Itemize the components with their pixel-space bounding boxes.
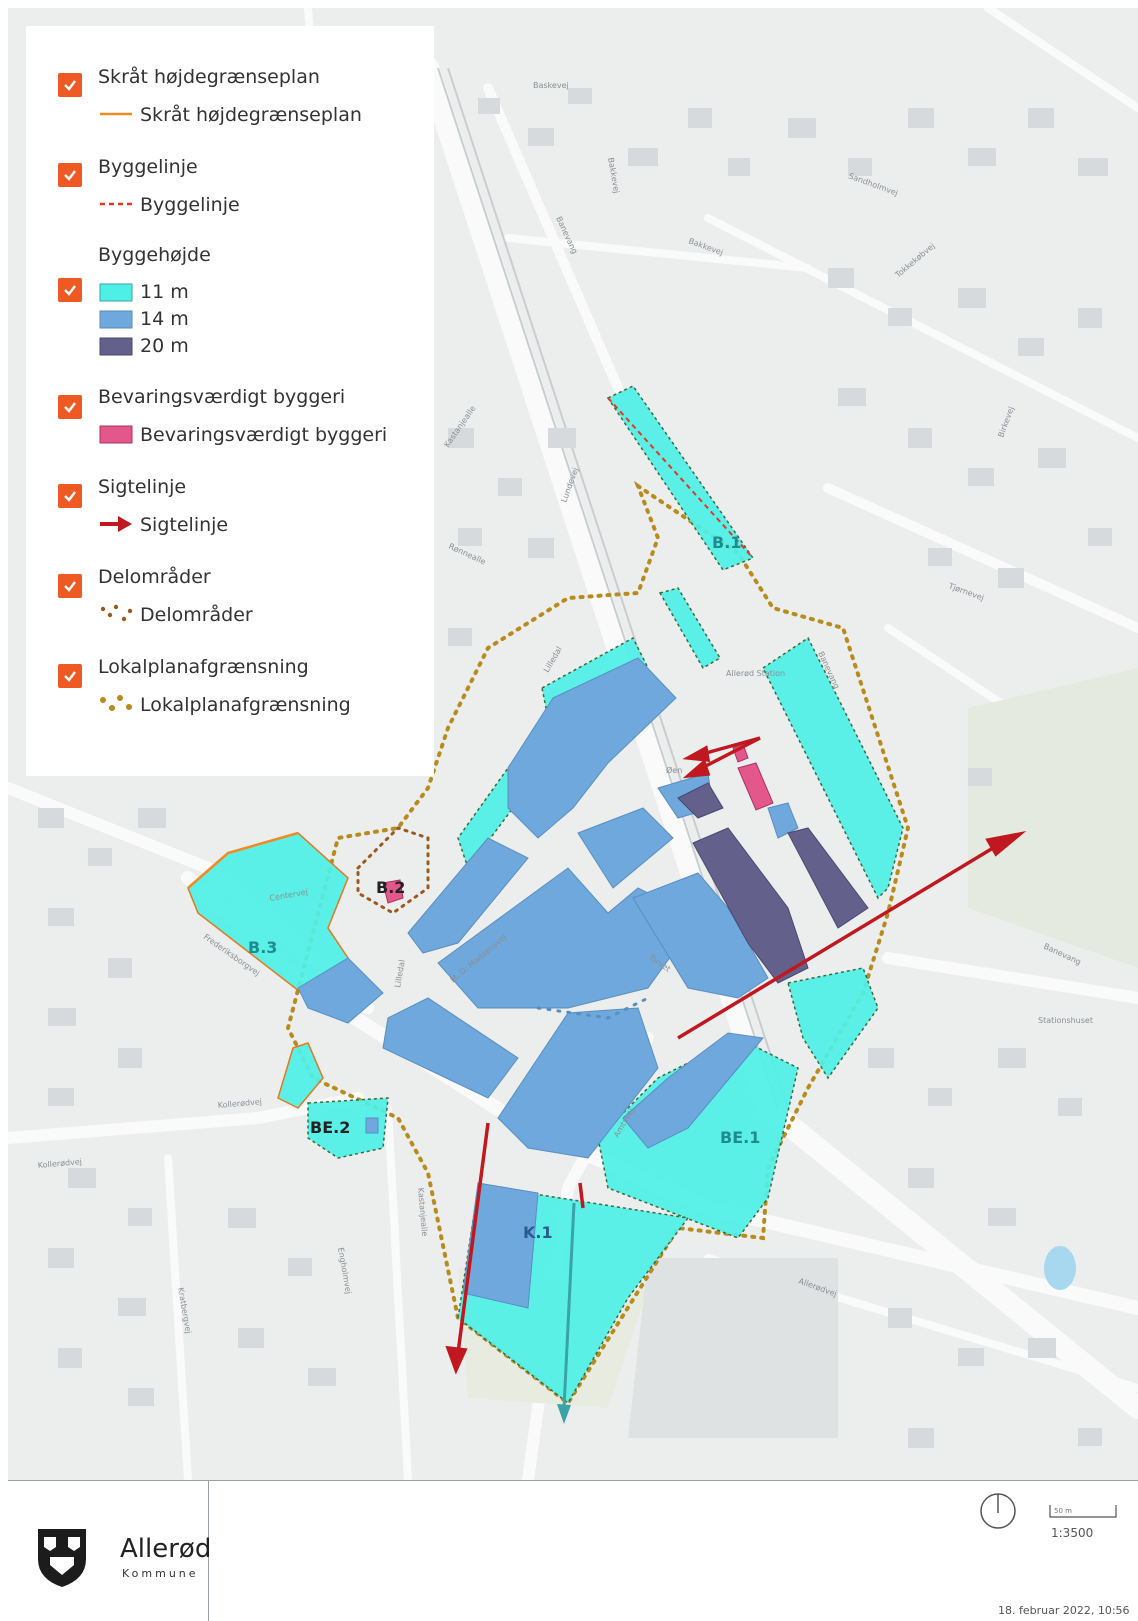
- check-icon: [64, 491, 76, 502]
- area-b1: [606, 385, 755, 571]
- print-footer: Allerød Kommune 50 m 1:3500 18. februar …: [8, 1480, 1138, 1621]
- street-label: Stationshuset: [1038, 1016, 1093, 1025]
- street-label: Kollerødvej: [37, 1157, 82, 1170]
- street-label: Tjørnevej: [946, 581, 985, 602]
- street-label: Kastanjealle: [416, 1187, 429, 1236]
- orange-line-icon: [98, 103, 134, 125]
- legend-group-title: Sigtelinje: [98, 476, 187, 498]
- street-label: Allerød Station: [726, 669, 785, 678]
- checkbox-skraat-hoejdegraenseplan[interactable]: [58, 73, 82, 97]
- check-icon: [64, 80, 76, 91]
- street-label: Tokkekøbvej: [893, 241, 937, 280]
- legend-group-title: Byggelinje: [98, 156, 198, 178]
- checkbox-lokalplanafgraensning[interactable]: [58, 664, 82, 688]
- street-label: Øen: [666, 765, 682, 775]
- scale-ratio: 1:3500: [1051, 1526, 1094, 1540]
- checkbox-byggelinje[interactable]: [58, 163, 82, 187]
- logo-cell: Allerød Kommune: [8, 1481, 212, 1621]
- check-icon: [64, 581, 76, 592]
- legend-item-label: Bevaringsværdigt byggeri: [140, 424, 388, 446]
- municipality-subtitle: Kommune: [122, 1567, 199, 1580]
- checkbox-byggehoejde[interactable]: [58, 278, 82, 302]
- municipality-crest-icon: [38, 1529, 86, 1587]
- map-legend: Skråt højdegrænseplan Skråt højdegrænsep…: [26, 26, 434, 776]
- red-dashed-line-icon: [98, 193, 134, 215]
- olive-dots-icon: [98, 693, 134, 715]
- north-arrow-icon: [980, 1493, 1016, 1529]
- oblique-height-limit-line: [187, 831, 299, 889]
- street-label: Baskevej: [533, 81, 569, 90]
- legend-item-label: 11 m: [140, 281, 189, 303]
- map-canvas[interactable]: B.1 B.2 B.3 BE.1 BE.2 K.1 Baskevej Bakke…: [8, 8, 1138, 1480]
- legend-item-label: 20 m: [140, 335, 189, 357]
- legend-item-label: Lokalplanafgrænsning: [140, 694, 351, 716]
- street-label: Kollerødvej: [217, 1097, 262, 1110]
- legend-group-title: Delområder: [98, 566, 211, 588]
- local-plan-boundary: [285, 480, 911, 1406]
- area-label-be2: BE.2: [310, 1118, 350, 1137]
- legend-group-title: Bevaringsværdigt byggeri: [98, 386, 346, 408]
- street-label: Lilledal: [542, 645, 564, 674]
- height-20m-areas: [677, 782, 869, 984]
- legend-item-label: Delområder: [140, 604, 253, 626]
- parking-area: [628, 1258, 838, 1438]
- street-label: Bakkevej: [606, 157, 621, 194]
- area-label-k1: K.1: [523, 1223, 553, 1242]
- area-label-b3: B.3: [248, 938, 277, 957]
- legend-group-title: Lokalplanafgrænsning: [98, 656, 309, 678]
- scale-bar-icon: 50 m: [1049, 1505, 1117, 1518]
- check-icon: [64, 170, 76, 181]
- height-14m-areas: [297, 657, 799, 1309]
- checkbox-delomraader[interactable]: [58, 574, 82, 598]
- arrow-icon: [98, 513, 134, 535]
- legend-item-label: 14 m: [140, 308, 189, 330]
- check-icon: [64, 402, 76, 413]
- street-label: Engholmvej: [336, 1247, 353, 1295]
- check-icon: [64, 671, 76, 682]
- area-be2: [307, 1097, 389, 1159]
- checkbox-sigtelinje[interactable]: [58, 484, 82, 508]
- legend-group-title: Skråt højdegrænseplan: [98, 66, 320, 88]
- area-label-be1: BE.1: [720, 1128, 760, 1147]
- street-label: Birkevej: [996, 405, 1015, 438]
- house-footprints: [38, 88, 1112, 1448]
- legend-item-label: Skråt højdegrænseplan: [140, 104, 362, 126]
- subarea-divider: [536, 996, 650, 1020]
- sightline-teal-head: [557, 1404, 571, 1424]
- street-label: Sandholmvej: [847, 171, 899, 197]
- fill-swatch-icon: [98, 282, 134, 304]
- print-date: 18. februar 2022, 10:56: [998, 1604, 1130, 1617]
- fill-swatch-icon: [98, 336, 134, 358]
- check-icon: [64, 285, 76, 296]
- fill-swatch-icon: [98, 309, 134, 331]
- area-label-b2: B.2: [376, 878, 405, 897]
- sightline-teal: [562, 1202, 576, 1409]
- fill-swatch-icon: [98, 424, 134, 446]
- green-area: [968, 668, 1138, 968]
- subarea-b2-boundary: [356, 826, 430, 915]
- map-svg: B.1 B.2 B.3 BE.1 BE.2 K.1 Baskevej Bakke…: [8, 8, 1138, 1480]
- legend-item-label: Sigtelinje: [140, 514, 229, 536]
- legend-group-title: Byggehøjde: [98, 244, 211, 266]
- legend-item-label: Byggelinje: [140, 194, 240, 216]
- street-label: Lilledal: [393, 959, 407, 988]
- area-label-b1: B.1: [712, 533, 741, 552]
- checkbox-bevaringsvaerdigt-byggeri[interactable]: [58, 395, 82, 419]
- pond: [1044, 1246, 1076, 1290]
- brown-dots-icon: [98, 603, 134, 625]
- scale-bar-label: 50 m: [1054, 1507, 1072, 1515]
- area-be1: [597, 1037, 799, 1239]
- municipality-name: Allerød: [120, 1534, 212, 1564]
- sightlines: [445, 736, 1027, 1375]
